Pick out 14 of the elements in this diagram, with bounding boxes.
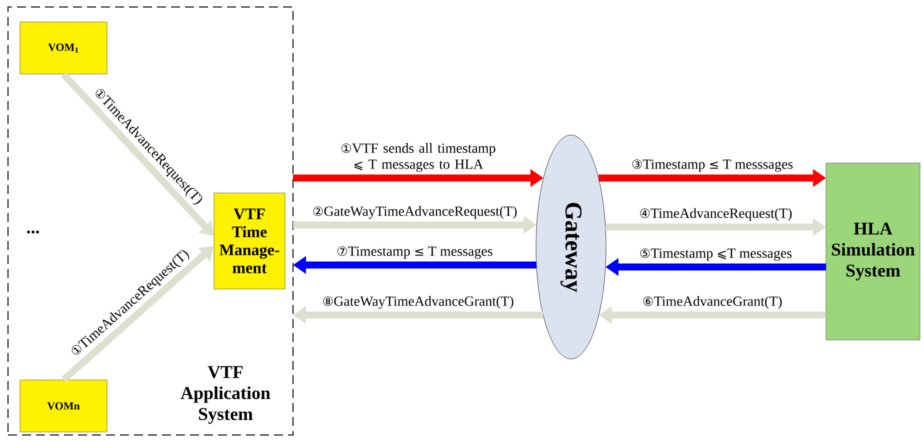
edge-label: ①VTF sends all timestamp ⩽ T messages to HLA [342, 143, 496, 172]
edge-label: ⑥TimeAdvanceGrant(T) [643, 296, 782, 309]
ellipsis: ... [27, 230, 39, 234]
edge-label: ⑤Timestamp ⩽T messages [640, 248, 792, 261]
edge-label: ⑦Timestamp ≤ T messages [338, 246, 492, 259]
edge-label: ②GateWayTimeAdvanceRequest(T) [313, 206, 517, 219]
vom-box: VOMn [20, 380, 108, 432]
system-title: VTF Application System [180, 366, 270, 424]
time-management-box: VTF Time Manage-ment [214, 192, 286, 290]
vom-box: VOM$_{1}$ [20, 22, 108, 74]
edge-label: ③Timestamp ≤ T messsages [632, 159, 793, 172]
simulation-system-box: HLA Simulation System [826, 162, 920, 340]
edge-label: ④TimeAdvanceRequest(T) [640, 208, 792, 221]
edge-label: ⑧GateWayTimeAdvanceGrant(T) [323, 296, 514, 309]
